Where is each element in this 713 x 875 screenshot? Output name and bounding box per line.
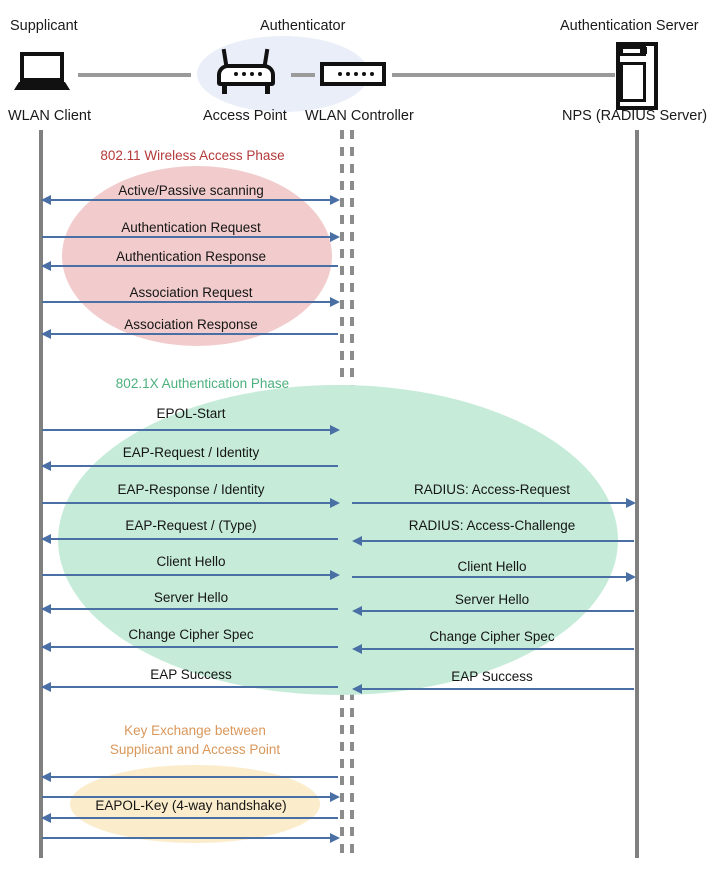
- arrowhead-left-icon: [41, 461, 51, 471]
- message-label: Change Cipher Spec: [429, 629, 555, 644]
- arrowhead-left-icon: [352, 684, 362, 694]
- message-line: [42, 538, 338, 540]
- phase-caption-dot1x-authentication: 802.1X Authentication Phase: [115, 376, 290, 391]
- message-label: RADIUS: Access-Challenge: [408, 518, 576, 533]
- wlan-controller-icon: [320, 62, 386, 86]
- arrowhead-left-icon: [352, 606, 362, 616]
- message-label: EAPOL-Key (4-way handshake): [92, 798, 290, 813]
- message-label: Server Hello: [454, 592, 530, 607]
- message-label: Change Cipher Spec: [128, 627, 254, 642]
- arrowhead-left-icon: [41, 813, 51, 823]
- arrowhead-right-icon: [330, 425, 340, 435]
- role-title-authentication-server: Authentication Server: [560, 18, 699, 34]
- arrowhead-left-icon: [41, 534, 51, 544]
- message-line: [42, 796, 338, 798]
- message-label: Client Hello: [156, 554, 226, 569]
- message-label: EPOL-Start: [156, 406, 226, 421]
- message-line: [42, 429, 338, 431]
- node-label-wlan-client: WLAN Client: [8, 108, 91, 124]
- message-label: Association Response: [124, 317, 258, 332]
- arrowhead-left-icon: [41, 195, 51, 205]
- message-label: Authentication Response: [115, 249, 267, 264]
- arrowhead-left-icon: [41, 604, 51, 614]
- message-label: RADIUS: Access-Request: [413, 482, 571, 497]
- role-title-supplicant: Supplicant: [10, 18, 78, 34]
- message-line: [42, 265, 338, 267]
- message-line: [42, 574, 338, 576]
- arrowhead-right-icon: [330, 498, 340, 508]
- message-line: [42, 817, 338, 819]
- arrowhead-right-icon: [330, 792, 340, 802]
- message-line: [42, 608, 338, 610]
- lifeline-auth-server: [635, 130, 639, 858]
- server-icon: [616, 42, 658, 110]
- message-line: [356, 610, 634, 612]
- message-label: Server Hello: [153, 590, 229, 605]
- node-label-wlan-controller: WLAN Controller: [305, 108, 414, 124]
- message-line: [42, 236, 338, 238]
- arrowhead-right-icon: [330, 232, 340, 242]
- message-label: Authentication Request: [121, 220, 261, 235]
- arrowhead-right-icon: [626, 572, 636, 582]
- arrowhead-right-icon: [330, 195, 340, 205]
- message-label: EAP-Request / (Type): [125, 518, 257, 533]
- arrowhead-left-icon: [352, 644, 362, 654]
- message-label: EAP-Response / Identity: [117, 482, 265, 497]
- message-line: [42, 301, 338, 303]
- message-label: Client Hello: [457, 559, 527, 574]
- arrowhead-left-icon: [41, 642, 51, 652]
- arrowhead-right-icon: [626, 498, 636, 508]
- phase-blob-wireless-access: [62, 166, 332, 346]
- arrowhead-right-icon: [330, 833, 340, 843]
- arrowhead-left-icon: [352, 536, 362, 546]
- wire-controller-to-server: [392, 73, 615, 77]
- message-line: [42, 776, 338, 778]
- arrowhead-left-icon: [41, 772, 51, 782]
- message-line: [42, 465, 338, 467]
- wire-ap-to-controller: [291, 73, 315, 77]
- message-line: [356, 688, 634, 690]
- phase-caption-key-exchange: Key Exchange between Supplicant and Acce…: [109, 723, 281, 757]
- message-line: [356, 648, 634, 650]
- node-label-nps-radius-server: NPS (RADIUS Server): [562, 108, 708, 124]
- message-line: [42, 502, 338, 504]
- message-label: EAP Success: [451, 669, 533, 684]
- message-line: [352, 576, 634, 578]
- message-line: [42, 333, 338, 335]
- arrowhead-right-icon: [330, 297, 340, 307]
- message-line: [42, 199, 338, 201]
- arrowhead-left-icon: [41, 329, 51, 339]
- message-line: [42, 686, 338, 688]
- arrowhead-right-icon: [330, 570, 340, 580]
- message-label: EAP-Request / Identity: [122, 445, 260, 460]
- message-line: [356, 540, 634, 542]
- access-point-icon: [215, 48, 277, 95]
- node-label-access-point: Access Point: [203, 108, 287, 124]
- phase-caption-wireless-access: 802.11 Wireless Access Phase: [100, 148, 285, 163]
- message-label: Association Request: [129, 285, 253, 300]
- message-label: Active/Passive scanning: [118, 183, 264, 198]
- role-title-authenticator: Authenticator: [260, 18, 346, 34]
- wire-client-to-ap: [78, 73, 191, 77]
- arrowhead-left-icon: [41, 261, 51, 271]
- message-label: EAP Success: [150, 667, 232, 682]
- message-line: [42, 837, 338, 839]
- message-line: [42, 646, 338, 648]
- laptop-icon: [14, 52, 70, 90]
- lifeline-supplicant: [39, 130, 43, 858]
- message-line: [352, 502, 634, 504]
- arrowhead-left-icon: [41, 682, 51, 692]
